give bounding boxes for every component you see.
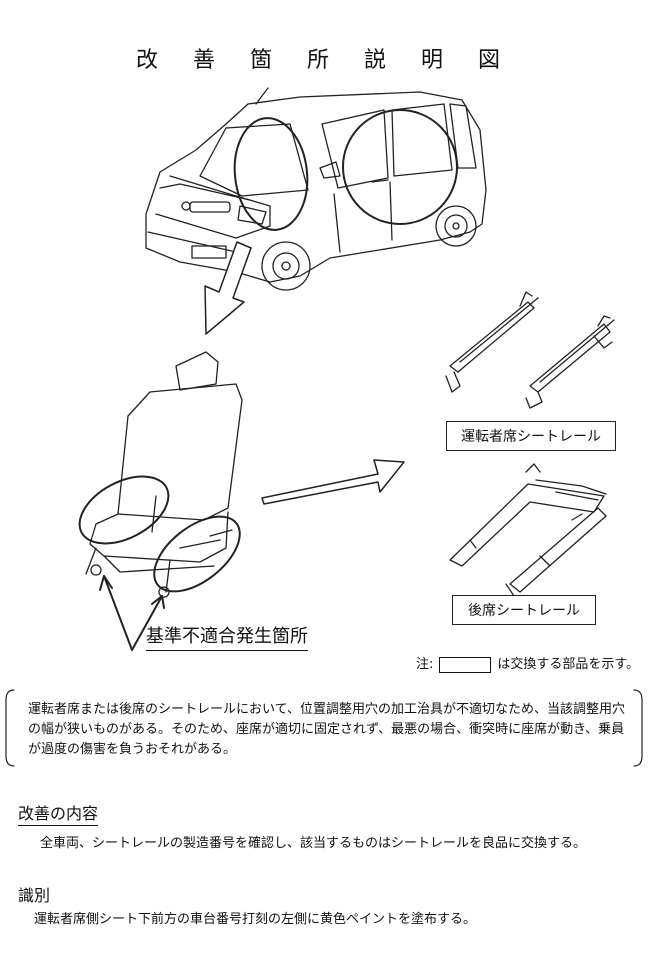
note-suffix: は交換する部品を示す。 [497,657,640,672]
note-prefix: 注: [416,657,434,672]
improvement-heading: 改善の内容 [18,800,99,826]
arrow-right [261,459,405,505]
identification-heading: 識別 [18,886,51,905]
highlight-front-circle [233,117,309,231]
description-bracket-right [633,689,643,767]
highlight-seat-right [153,515,241,593]
page-title: 改 善 箇 所 説 明 図 [136,48,514,73]
rear-seat-rail-label: 後席シートレール [452,595,596,625]
pointer-line-left [103,575,133,651]
description-bracket-left [5,689,15,767]
defect-description: 運転者席または後席のシートレールにおいて、位置調整用穴の加工治具が不適切なため、… [28,702,625,757]
arrow-down-left [204,241,252,335]
improvement-text: 全車両、シートレールの製造番号を確認し、該当するものはシートレールを良品に交換す… [40,836,587,851]
legend-note: 注: は交換する部品を示す。 [416,653,639,673]
highlight-seat-left [78,475,170,545]
seat-illustration [85,351,243,598]
rear-seat-rail-illustration [449,463,607,597]
vehicle-illustration [145,87,487,291]
driver-seat-rail-label: 運転者席シートレール [446,421,616,451]
identification-text: 運転者席側シート下前方の車台番号打刻の左側に黄色ペイントを塗布する。 [34,912,477,927]
defect-location-label: 基準不適合発生箇所 [146,622,308,651]
highlight-side-circle [342,109,458,225]
pointer-line-right [131,595,163,651]
note-box-symbol [439,656,492,673]
driver-seat-rail-illustration [445,291,615,409]
